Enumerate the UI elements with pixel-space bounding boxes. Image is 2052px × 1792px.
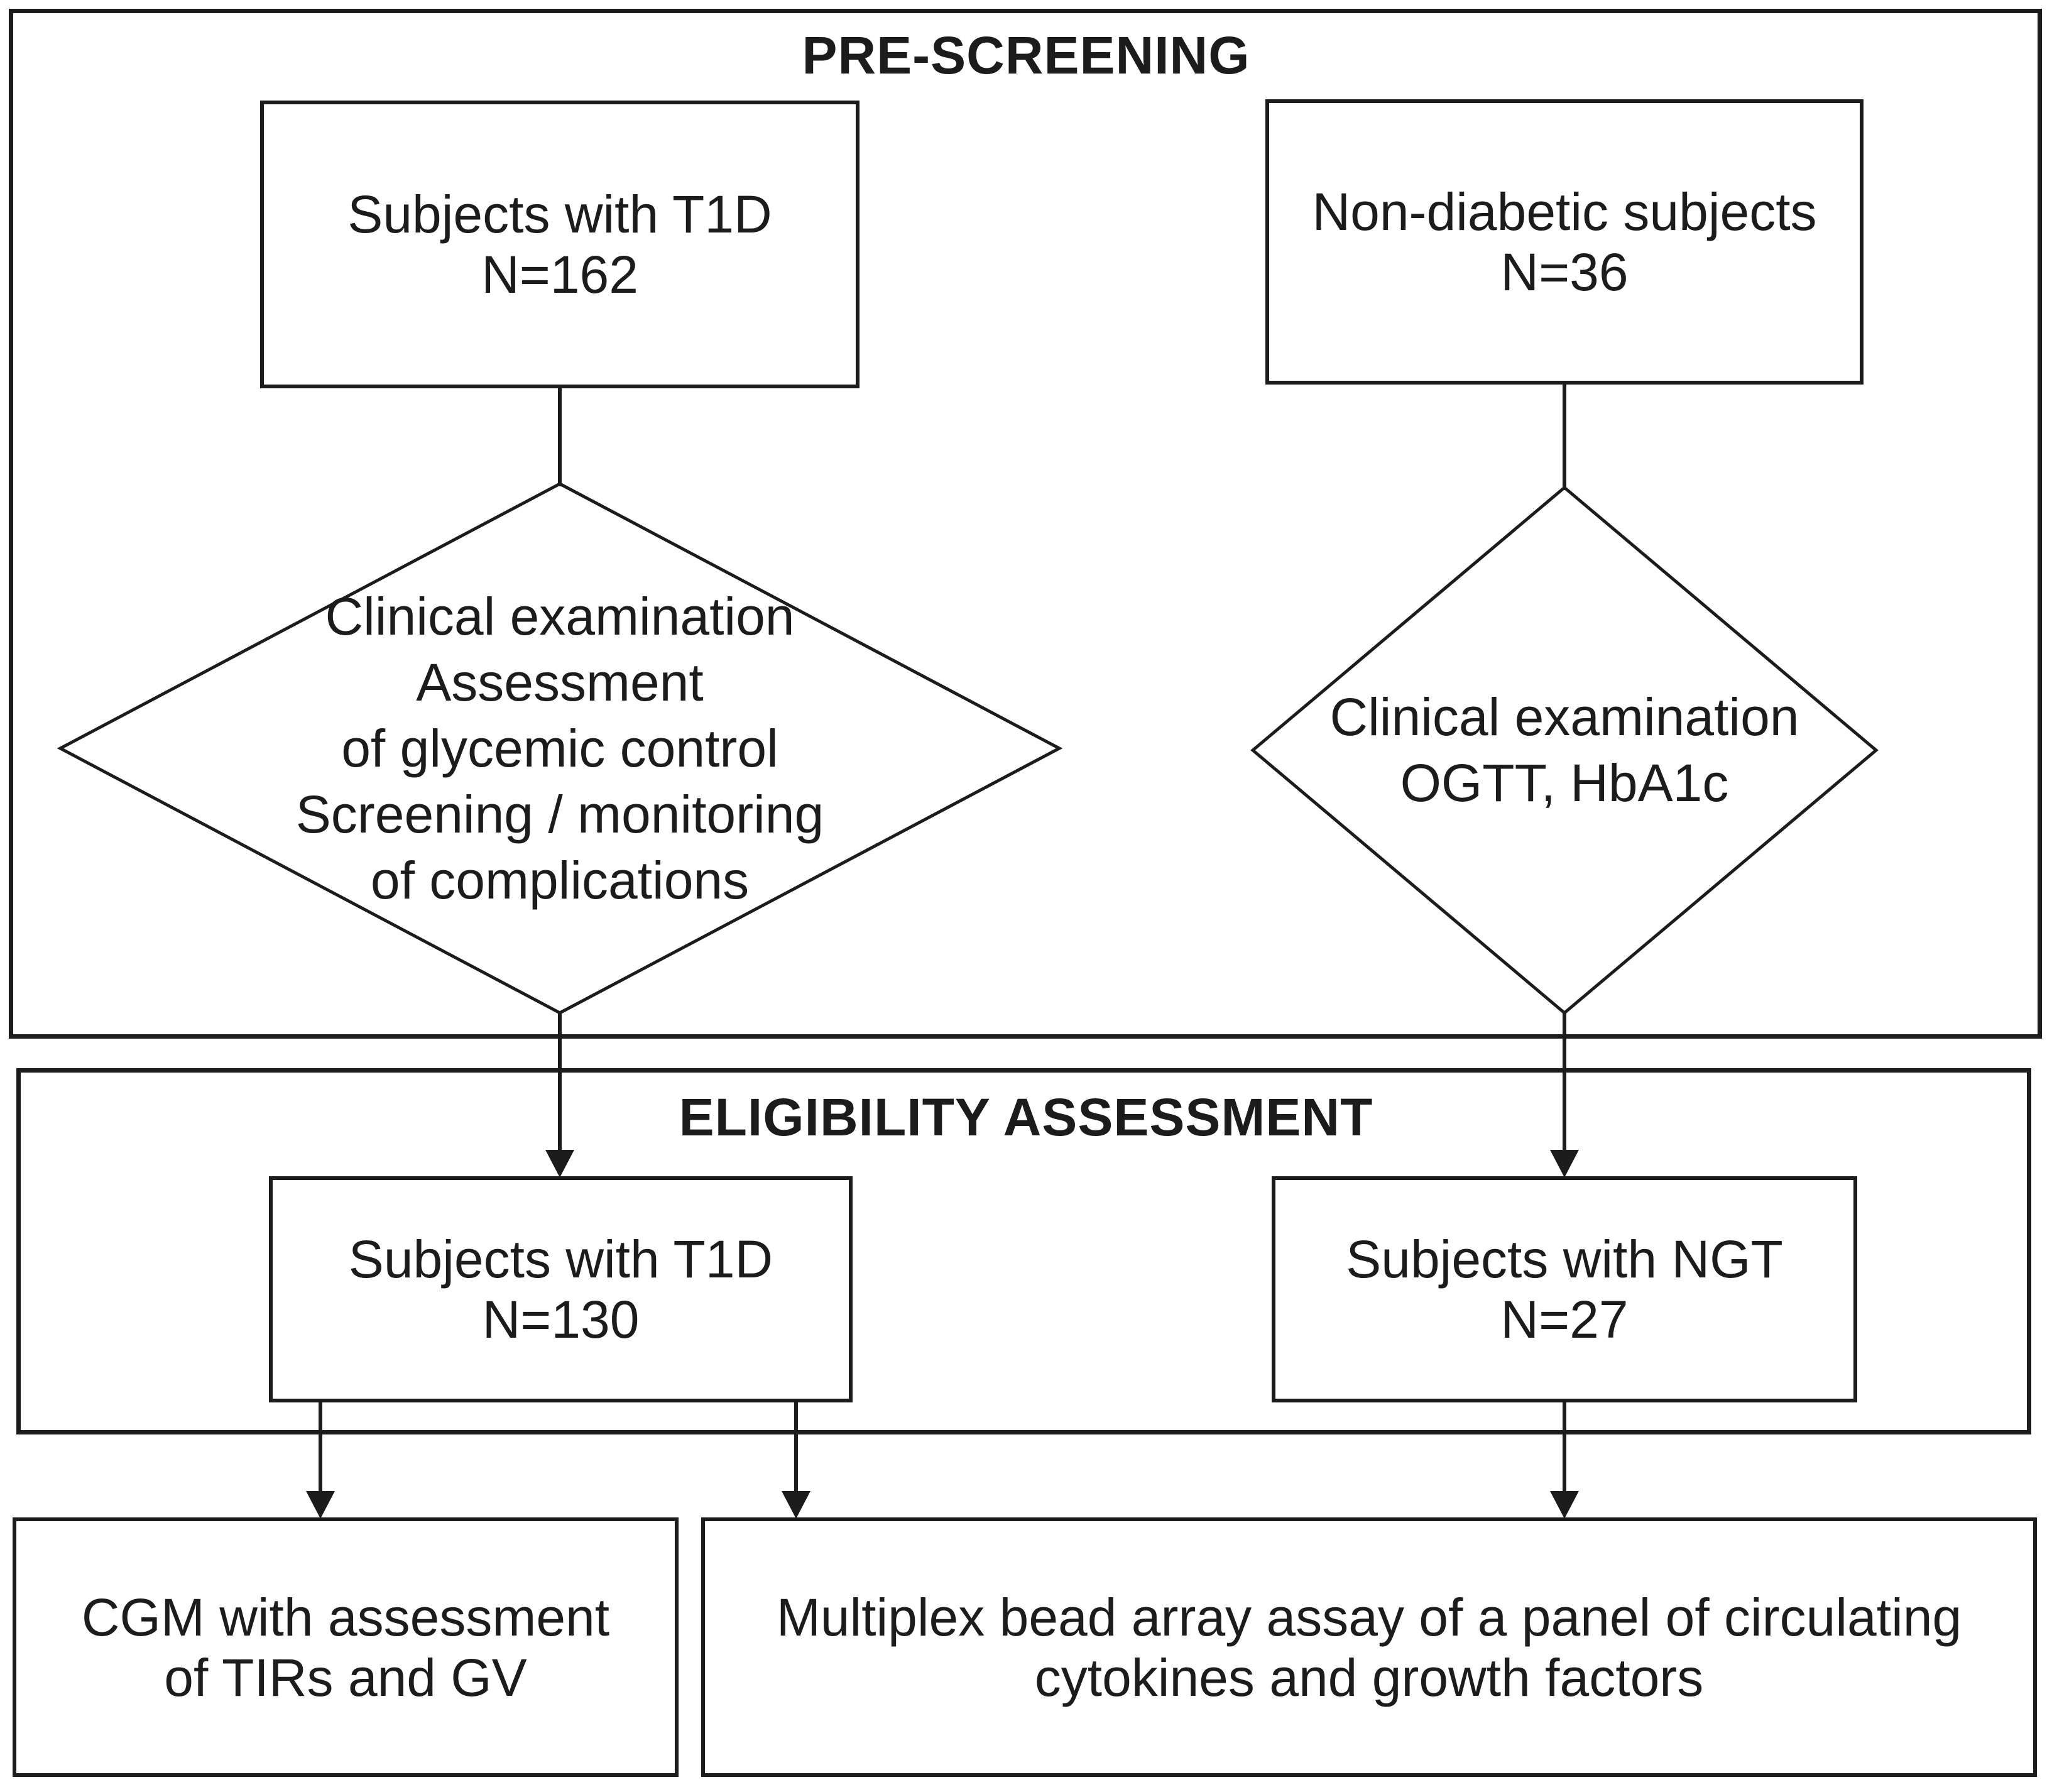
arrow-t1d130-to-multiplex-head <box>782 1491 810 1519</box>
prescreening-title: PRE-SCREENING <box>802 26 1250 85</box>
arrow-diamond-to-t1d130-head <box>545 1150 574 1177</box>
arrow-t1d130-to-cgm-head <box>306 1491 335 1519</box>
clinical-exam-control-diamond <box>1250 485 1879 1015</box>
eligibility-ngt-box-line1: Subjects with NGT <box>1346 1230 1783 1289</box>
eligibility-t1d-box: Subjects with T1D N=130 <box>269 1176 853 1402</box>
multiplex-outcome-line2: cytokines and growth factors <box>1034 1647 1704 1707</box>
prescreening-nondiabetic-box: Non-diabetic subjects N=36 <box>1265 99 1864 385</box>
eligibility-ngt-box: Subjects with NGT N=27 <box>1272 1176 1857 1402</box>
cgm-outcome-box: CGM with assessment of TIRs and GV <box>13 1517 679 1777</box>
eligibility-t1d-box-line1: Subjects with T1D <box>348 1230 773 1289</box>
prescreening-t1d-box: Subjects with T1D N=162 <box>260 101 860 388</box>
eligibility-t1d-box-line2: N=130 <box>482 1290 640 1349</box>
cgm-outcome-line1: CGM with assessment <box>81 1587 610 1647</box>
multiplex-outcome-box: Multiplex bead array assay of a panel of… <box>701 1517 2037 1777</box>
arrow-diamond-to-ngt-head <box>1550 1150 1579 1177</box>
multiplex-outcome-line1: Multiplex bead array assay of a panel of… <box>776 1587 1962 1647</box>
cgm-outcome-line2: of TIRs and GV <box>164 1647 527 1707</box>
clinical-exam-t1d-diamond <box>57 482 1063 1015</box>
eligibility-title: ELIGIBILITY ASSESSMENT <box>679 1088 1373 1147</box>
arrow-ngt-to-multiplex-head <box>1550 1491 1579 1519</box>
eligibility-ngt-box-line2: N=27 <box>1500 1290 1629 1349</box>
prescreening-t1d-box-line2: N=162 <box>481 245 638 304</box>
prescreening-t1d-box-line1: Subjects with T1D <box>347 185 772 244</box>
prescreening-nondiabetic-box-line2: N=36 <box>1500 243 1629 302</box>
prescreening-nondiabetic-box-line1: Non-diabetic subjects <box>1312 182 1817 241</box>
